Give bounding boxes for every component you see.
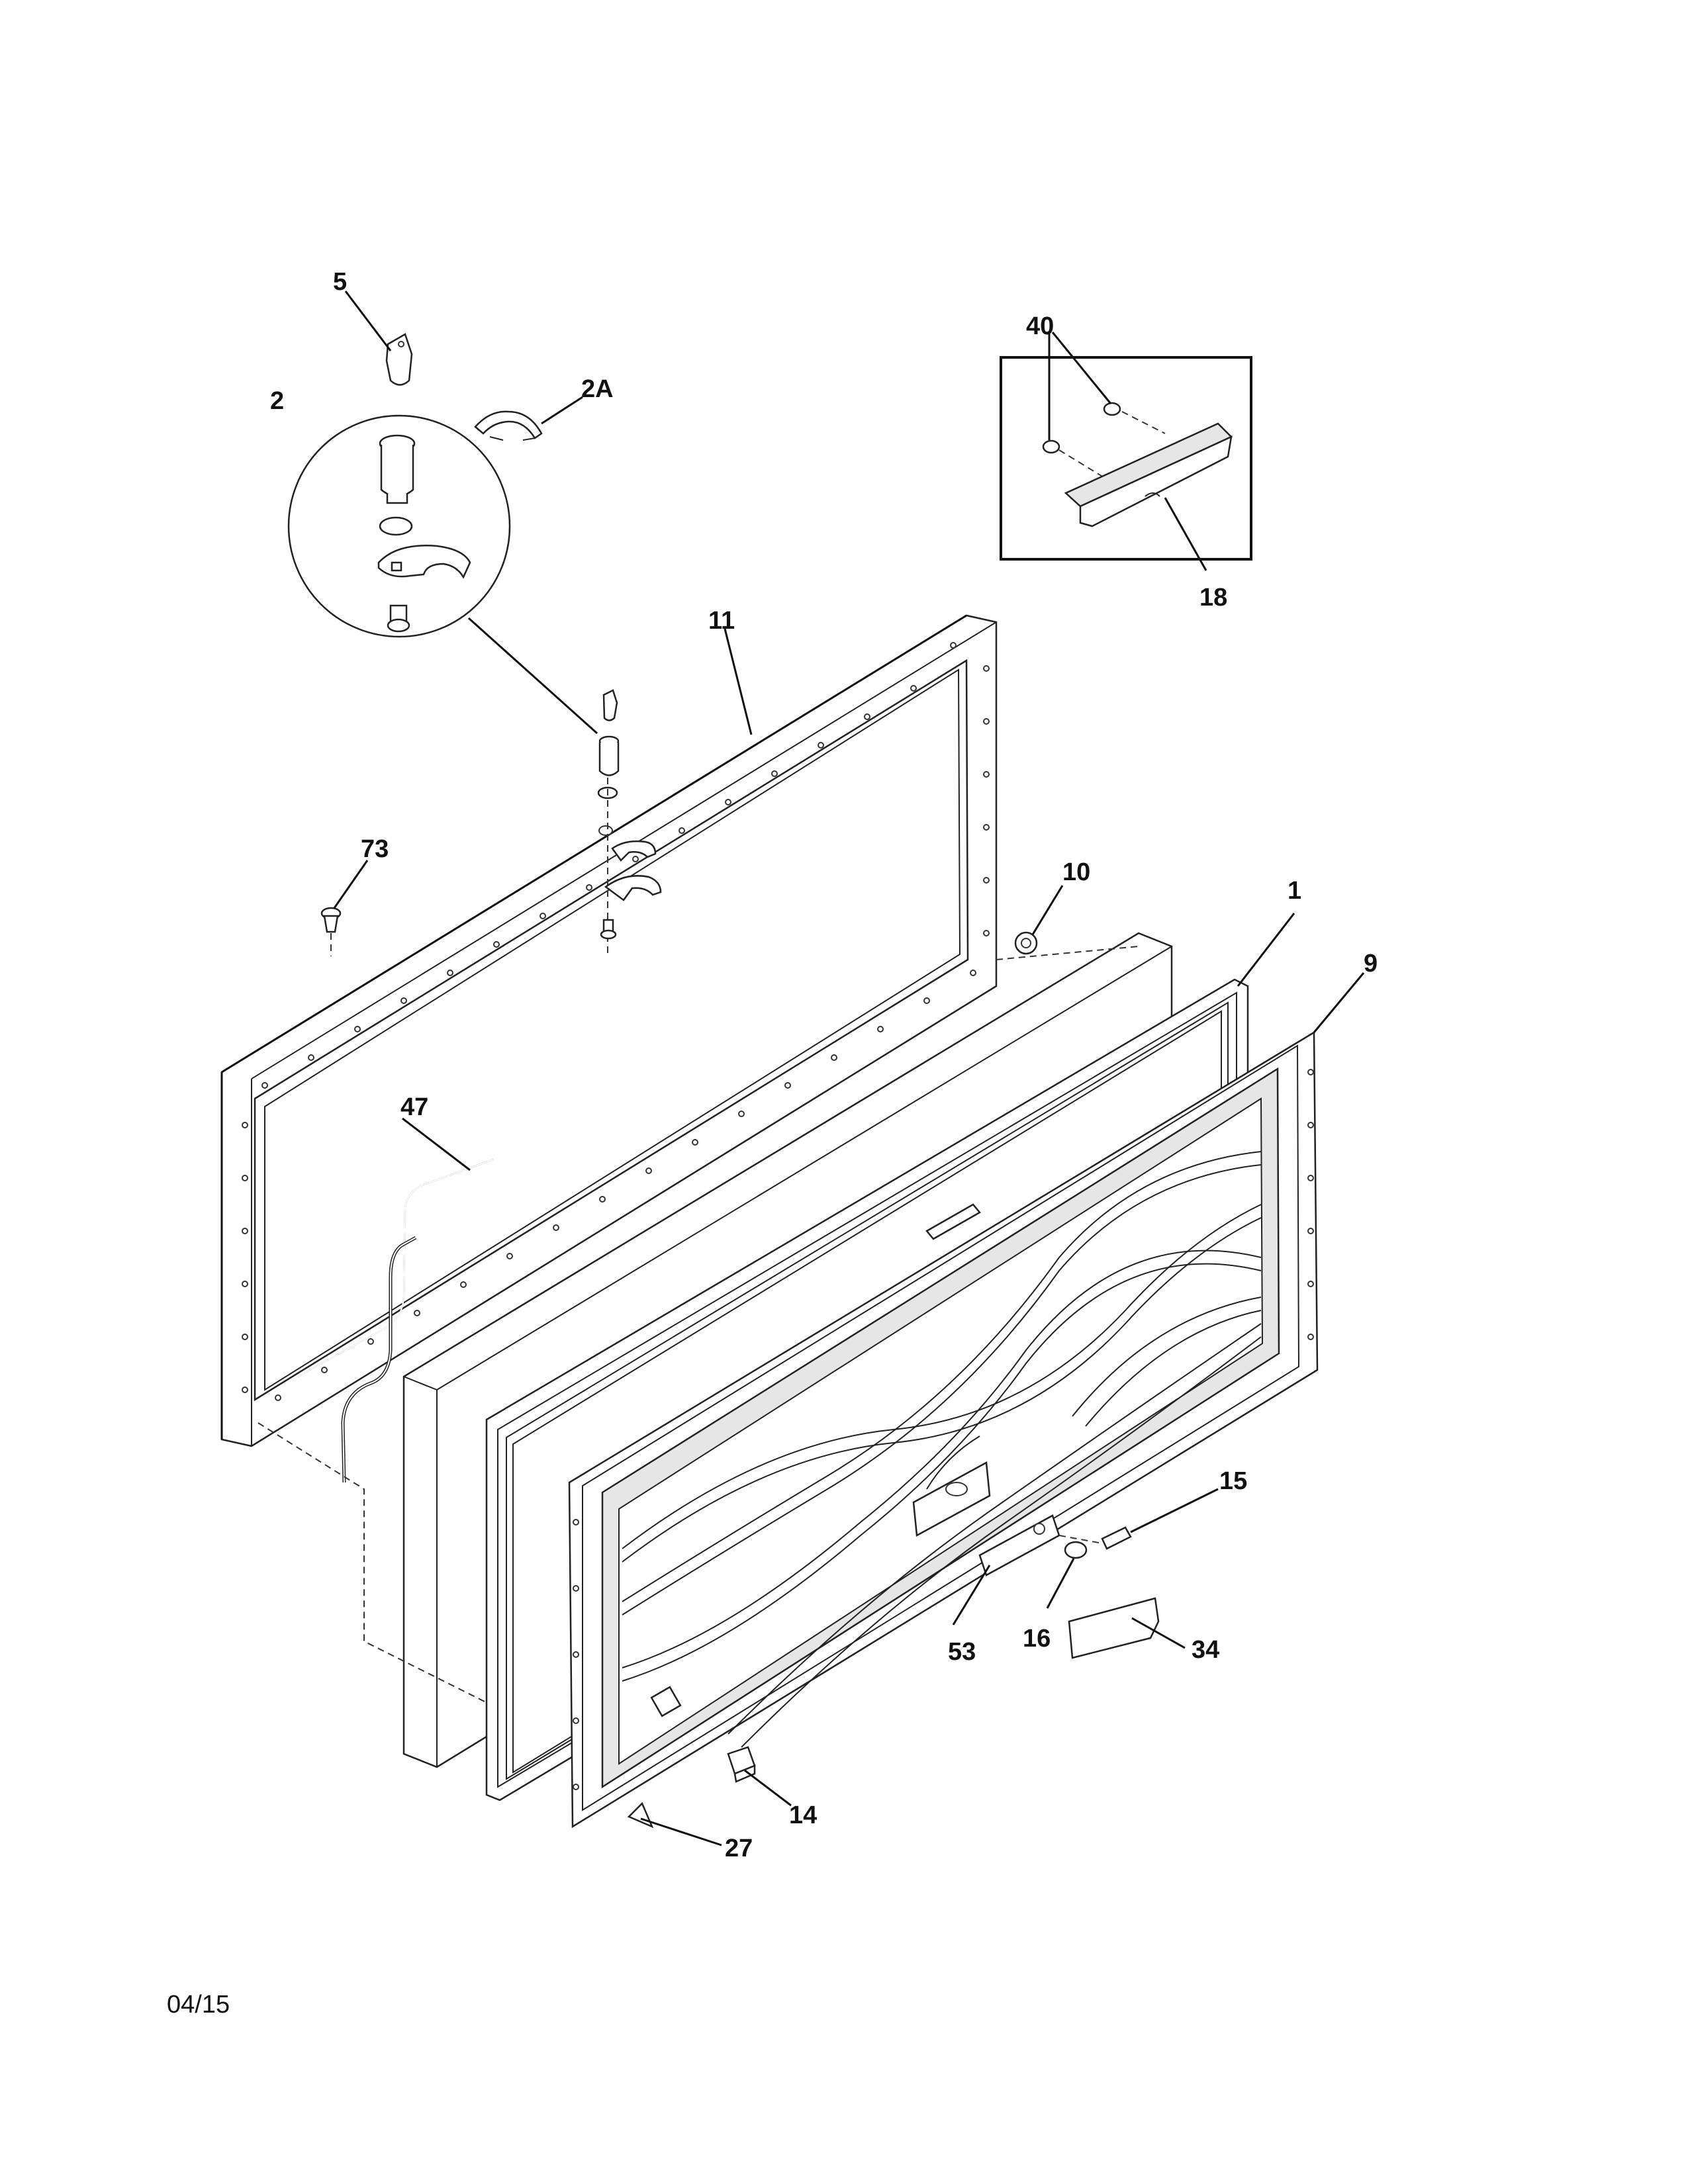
handle-detail-box xyxy=(1000,331,1252,571)
alignment-lines xyxy=(258,946,1139,1754)
callout-53: 53 xyxy=(948,1638,976,1666)
wire-harness xyxy=(297,1117,494,1483)
callout-2: 2 xyxy=(270,387,284,415)
callout-47: 47 xyxy=(400,1093,428,1121)
nut-icon xyxy=(1103,402,1121,416)
callout-73: 73 xyxy=(361,835,389,863)
callout-11: 11 xyxy=(708,607,735,635)
latch-cover-icon xyxy=(1068,1597,1160,1659)
lock-parts-exploded xyxy=(597,689,662,953)
latch-spring-icon xyxy=(1101,1526,1132,1550)
callout-14: 14 xyxy=(789,1801,817,1829)
callout-16: 16 xyxy=(1023,1625,1051,1653)
latch-assembly xyxy=(952,1488,1219,1659)
wave-pattern xyxy=(622,1151,1262,1748)
callout-1: 1 xyxy=(1288,877,1301,905)
screw-icon xyxy=(320,860,369,956)
callout-10: 10 xyxy=(1062,858,1090,886)
callout-2a: 2A xyxy=(581,375,614,403)
nut-icon xyxy=(1042,439,1060,454)
callout-34: 34 xyxy=(1192,1636,1219,1664)
callout-27: 27 xyxy=(725,1835,753,1862)
o-ring-icon xyxy=(379,516,413,536)
revision-date: 04/15 xyxy=(167,1991,230,2019)
latch-button-icon xyxy=(1064,1541,1088,1559)
callout-15: 15 xyxy=(1219,1467,1247,1495)
switch-icon xyxy=(727,1746,792,1807)
frame-holes xyxy=(242,642,990,1401)
callout-9: 9 xyxy=(1364,950,1378,978)
key-icon xyxy=(344,291,413,386)
callout-40: 40 xyxy=(1026,312,1054,340)
grommet-icon xyxy=(1014,885,1064,955)
door-liner xyxy=(568,972,1365,1829)
callout-5: 5 xyxy=(333,268,347,296)
lock-assembly-detail xyxy=(287,414,598,735)
retainer-clip-icon xyxy=(474,396,583,441)
callout-18: 18 xyxy=(1199,584,1227,612)
lock-cylinder-body xyxy=(380,445,414,498)
screw-icon xyxy=(627,1801,722,1846)
